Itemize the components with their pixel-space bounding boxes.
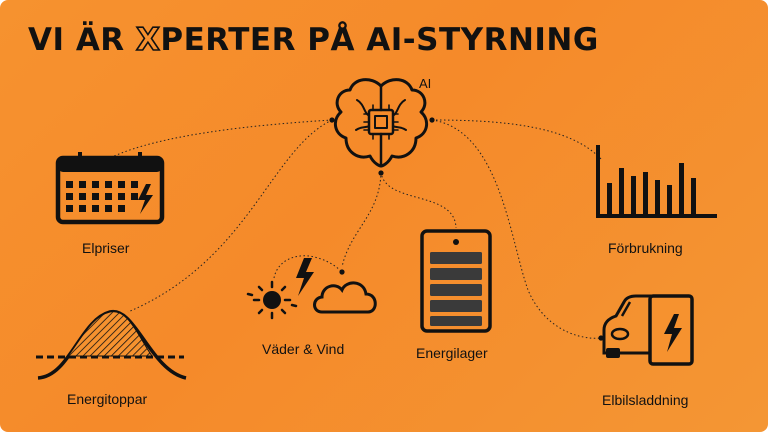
connector-vader [341,171,382,268]
elbilsladdning-label: Elbilsladdning [602,392,689,408]
battery-icon [420,229,492,333]
forbrukning-label: Förbrukning [608,240,683,256]
connector-energilager [380,171,457,229]
ai-label: AI [419,76,432,91]
ev-charger-icon [602,294,694,366]
energitoppar-label: Energitoppar [67,391,148,407]
connector-elbil [431,119,602,339]
brain-chip-icon [333,78,429,168]
energilager-label: Energilager [416,345,488,361]
connector-energitoppar [127,119,333,313]
sun-cloud-bolt-icon [246,258,377,320]
connector-forbrukning [431,119,603,161]
title-x-letter: X [135,21,161,59]
connector-dots [329,117,604,341]
connector-sun-bolt [273,255,343,279]
title-part2: PERTER PÅ AI-STYRNING [160,22,599,58]
title-part1: VI ÄR [28,22,136,58]
elpriser-label: Elpriser [82,240,130,256]
calendar-bolt-icon [55,152,165,225]
connectors [111,119,603,339]
connector-elpriser [111,119,333,158]
page-title: VI ÄR XPERTER PÅ AI-STYRNING [28,21,599,59]
vader-vind-label: Väder & Vind [262,341,345,357]
bar-chart-icon [596,145,717,218]
bell-curve-icon [36,310,187,380]
